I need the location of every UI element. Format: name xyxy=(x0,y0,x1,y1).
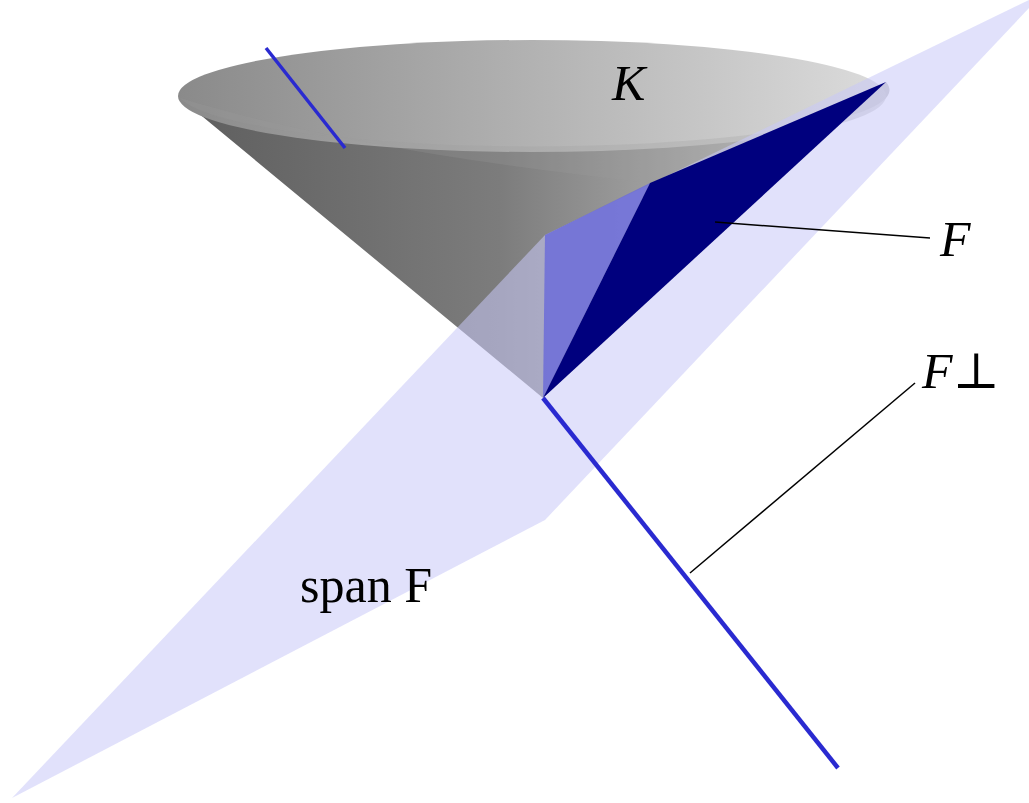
cone-label: K xyxy=(612,58,645,108)
orthogonal-label: F⊥ xyxy=(922,346,1000,396)
leader-line xyxy=(715,222,930,238)
normal-line xyxy=(543,398,838,768)
span-plane xyxy=(12,0,1029,798)
face-f xyxy=(543,82,886,398)
face-label: F xyxy=(940,214,971,264)
leader-line xyxy=(690,383,915,573)
span-label: span F xyxy=(300,560,432,610)
normal-line-top xyxy=(266,48,345,148)
